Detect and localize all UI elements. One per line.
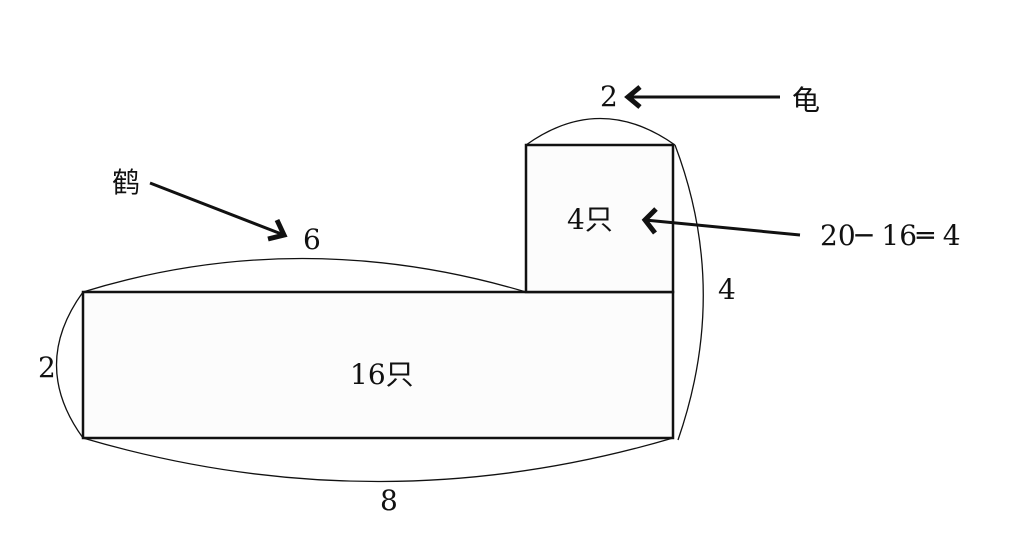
total-width-label: 8: [380, 484, 398, 517]
large-rectangle: [81, 290, 675, 440]
arrow-turtle: [624, 85, 780, 109]
equation-label: 20─ 16═ 4: [820, 219, 961, 252]
brace-right: [674, 144, 704, 441]
brace-bottom: [82, 437, 674, 483]
arrow-equation: [641, 207, 801, 237]
brace-top-large: [82, 257, 527, 293]
crane-height-label: 2: [38, 351, 56, 384]
brace-left: [56, 291, 84, 439]
arrow-crane: [149, 181, 288, 242]
crane-label: 鹤: [112, 166, 140, 199]
small-area-label: 4只: [567, 203, 613, 236]
turtle-label: 龟: [792, 84, 820, 117]
crane-width-label: 6: [303, 223, 321, 256]
large-area-label: 16只: [350, 358, 414, 391]
brace-top-small: [525, 117, 676, 146]
turtle-width-label: 2: [600, 80, 618, 113]
total-height-label: 4: [718, 273, 736, 306]
